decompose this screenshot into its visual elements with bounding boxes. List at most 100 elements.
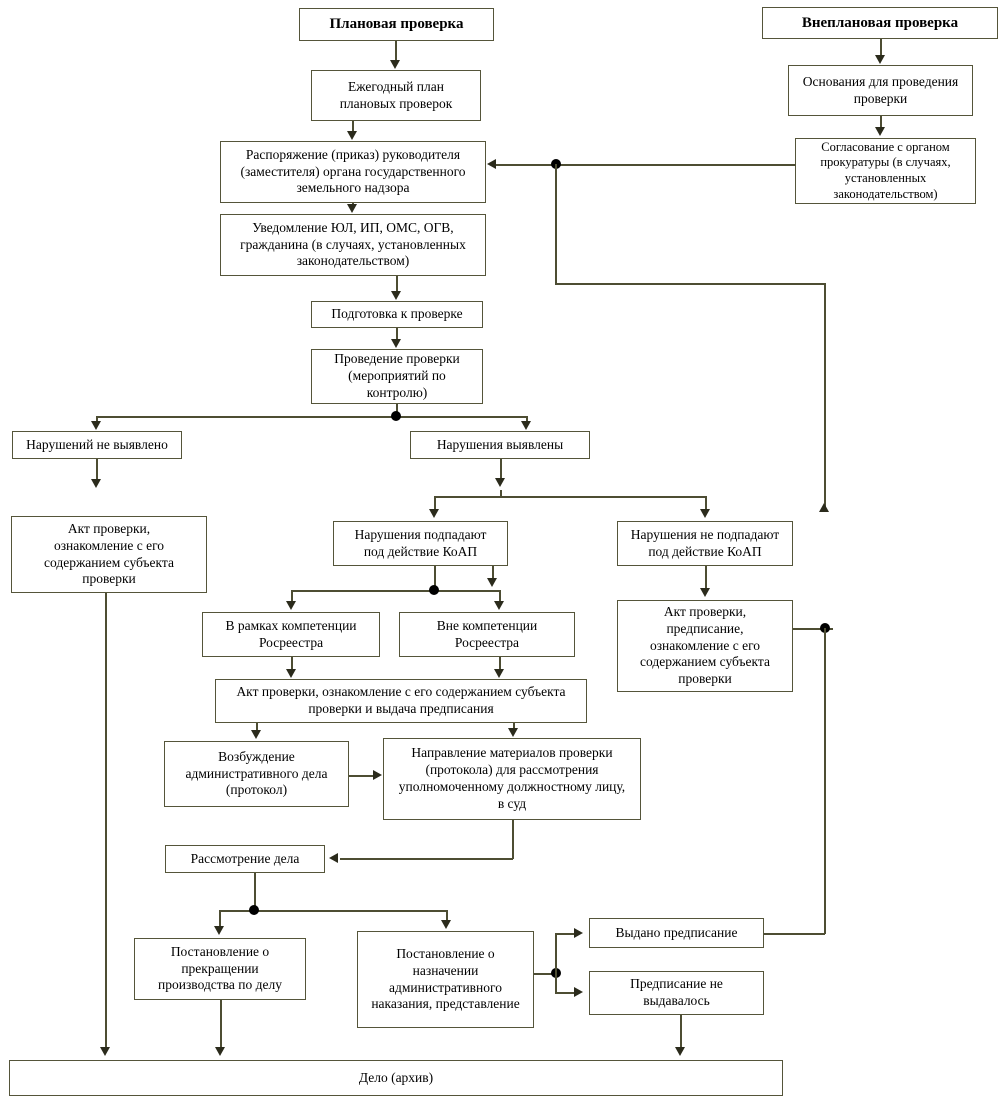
arrow-planned-to-annualplan <box>390 60 400 69</box>
edge-terminate-stub <box>219 910 221 927</box>
node-koap-applies: Нарушения подпадают под действие КоАП <box>333 521 508 566</box>
node-act-prescription-right: Акт проверки, предписание, ознакомление … <box>617 600 793 692</box>
edge-junction-to-order <box>496 164 558 166</box>
edge-casereview-down <box>254 873 256 910</box>
node-administrative-case: Возбуждение административного дела (прот… <box>164 741 349 807</box>
arrow-rail-up <box>819 503 829 512</box>
node-terminate-proceedings: Постановление о прекращении производства… <box>134 938 306 1000</box>
arrow-terminate-to-archive <box>215 1047 225 1056</box>
edge-grounds-to-prosecutor <box>880 116 882 128</box>
node-prosecutor-approval: Согласование с органом прокуратуры (в сл… <box>795 138 976 204</box>
node-outside-competence: Вне компетенции Росреестра <box>399 612 575 657</box>
arrow-to-prescription-none <box>574 987 583 997</box>
arrow-prescriptionnone-to-archive <box>675 1047 685 1056</box>
node-act-and-prescription: Акт проверки, ознакомление с его содержа… <box>215 679 587 723</box>
node-conduct-inspection: Проведение проверки (мероприятий по конт… <box>311 349 483 404</box>
edge-split-right-stub <box>526 416 528 423</box>
node-case-review: Рассмотрение дела <box>165 845 325 873</box>
edge-prescriptionissued-to-rail <box>764 933 825 935</box>
node-send-materials: Направление материалов проверки (протоко… <box>383 738 641 820</box>
node-unplanned-inspection: Внеплановая проверка <box>762 7 998 39</box>
node-archive: Дело (архив) <box>9 1060 783 1096</box>
edge-violations-split-bar <box>434 496 706 498</box>
edge-junction-down <box>555 164 557 284</box>
junction-dot-conduct-split <box>391 411 401 421</box>
edge-koapno-down <box>705 566 707 590</box>
arrow-koapno-to-act <box>700 588 710 597</box>
arrow-act-to-sendmaterials <box>508 728 518 737</box>
node-annual-plan: Ежегодный план плановых проверок <box>311 70 481 121</box>
edge-violations-stub <box>500 490 502 497</box>
arrow-preparation-to-conduct <box>391 339 401 348</box>
node-notification: Уведомление ЮЛ, ИП, ОМС, ОГВ, гражданина… <box>220 214 486 276</box>
edge-outside-down <box>499 657 501 670</box>
arrow-act-to-admincase <box>251 730 261 739</box>
edge-prosecutor-to-order <box>556 164 796 166</box>
node-administrative-penalty: Постановление о назначении административ… <box>357 931 534 1028</box>
arrow-prosecutor-to-order <box>487 159 496 169</box>
edge-admincase-to-sendmaterials <box>349 775 374 777</box>
edge-penalty-stub <box>446 910 448 921</box>
node-prescription-not-issued: Предписание не выдавалось <box>589 971 764 1015</box>
edge-koapyes-right-branch <box>492 566 494 581</box>
edge-conduct-split-bar <box>96 416 527 418</box>
edge-sendmaterials-down <box>512 820 514 859</box>
node-planned-inspection: Плановая проверка <box>299 8 494 41</box>
edge-within-stub <box>291 590 293 602</box>
edge-penalty-right <box>534 973 556 975</box>
arrow-order-to-notification <box>347 204 357 213</box>
edge-competence-split-bar <box>291 590 500 592</box>
arrow-violationsfound <box>495 478 505 487</box>
node-within-competence: В рамках компетенции Росреестра <box>202 612 380 657</box>
edge-actright-to-rail <box>793 628 833 630</box>
arrow-to-prescription-issued <box>574 928 583 938</box>
arrow-within-to-act <box>286 669 296 678</box>
arrow-koapyes-right-branch <box>487 578 497 587</box>
node-prescription-issued: Выдано предписание <box>589 918 764 948</box>
arrow-to-within-competence <box>286 601 296 610</box>
arrow-to-case-review <box>329 853 338 863</box>
edge-right-rail-lower <box>824 628 826 934</box>
junction-dot-koapyes <box>429 585 439 595</box>
edge-to-prescription-none <box>555 992 575 994</box>
edge-right-rail-upper <box>824 283 826 511</box>
edge-violationsfound-down <box>500 459 502 481</box>
edge-noviolations-down <box>96 459 98 481</box>
edge-koapyes-down <box>434 566 436 590</box>
edge-junction-right <box>555 283 826 285</box>
edge-planned-to-annualplan <box>395 41 397 62</box>
arrow-admincase-to-sendmaterials <box>373 770 382 780</box>
arrow-annualplan-to-order <box>347 131 357 140</box>
arrow-to-koap-no <box>700 509 710 518</box>
edge-annualplan-to-order <box>352 121 354 133</box>
edge-act-to-admincase <box>256 723 258 732</box>
node-koap-not-applies: Нарушения не подпадают под действие КоАП <box>617 521 793 566</box>
edge-outside-stub <box>499 590 501 602</box>
edge-within-down <box>291 657 293 670</box>
edge-prescriptionnone-to-archive <box>680 1015 682 1048</box>
edge-split-left-stub <box>96 416 98 423</box>
edge-casereview-split-bar <box>219 910 447 912</box>
arrow-unplanned-to-grounds <box>875 55 885 64</box>
edge-act-to-sendmaterials <box>513 723 515 729</box>
node-violations-found: Нарушения выявлены <box>410 431 590 459</box>
arrow-notification-to-preparation <box>391 291 401 300</box>
node-grounds-for-inspection: Основания для проведения проверки <box>788 65 973 116</box>
edge-penalty-up-branch <box>555 933 557 973</box>
edge-sendmaterials-left <box>340 858 513 860</box>
edge-conduct-down <box>396 404 398 417</box>
arrow-to-outside-competence <box>494 601 504 610</box>
edge-notification-to-preparation <box>396 276 398 292</box>
arrow-to-penalty <box>441 920 451 929</box>
node-no-violations: Нарушений не выявлено <box>12 431 182 459</box>
arrow-noviolations-to-act <box>91 479 101 488</box>
edge-unplanned-to-grounds <box>880 39 882 56</box>
edge-split-koap-no <box>705 496 707 511</box>
node-preparation: Подготовка к проверке <box>311 301 483 328</box>
edge-preparation-to-conduct <box>396 328 398 340</box>
arrow-to-terminate <box>214 926 224 935</box>
arrow-actleft-to-archive <box>100 1047 110 1056</box>
edge-terminate-to-archive <box>220 1000 222 1048</box>
edge-split-koap-yes <box>434 496 436 511</box>
